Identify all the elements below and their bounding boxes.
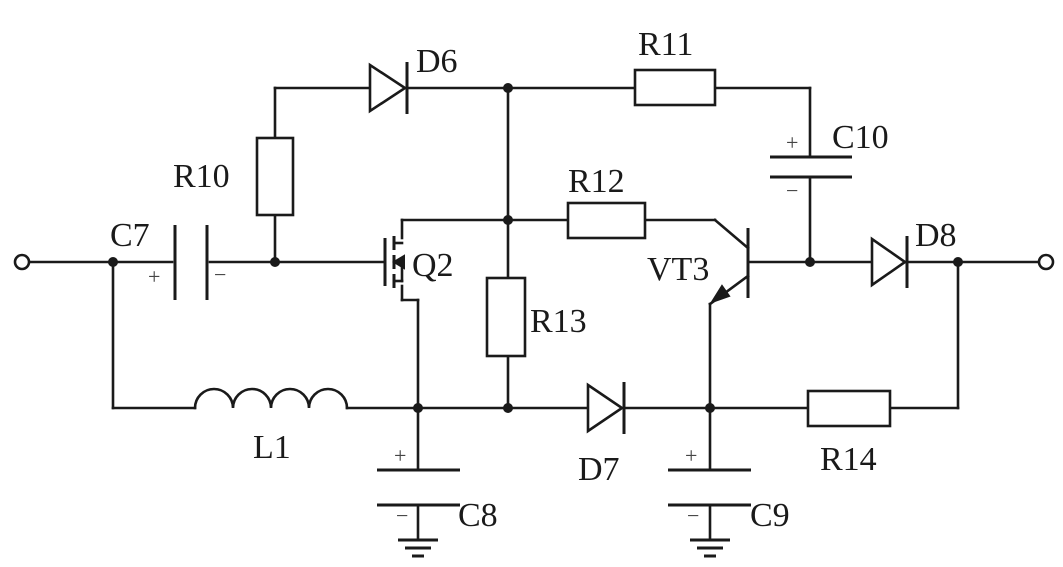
resistor-r13 (485, 276, 527, 358)
diode-d8 (870, 236, 909, 288)
c8-plus: + (394, 443, 406, 468)
label-r12: R12 (568, 163, 625, 200)
ground-c9 (690, 538, 730, 558)
resistor-r14 (806, 389, 892, 428)
junction-dots (108, 83, 963, 413)
resistor-r12 (566, 201, 647, 240)
label-r14: R14 (820, 441, 877, 478)
capacitor-c8 (377, 468, 460, 507)
label-c10: C10 (832, 119, 889, 156)
polarity-marks: + − + − + − + − (148, 130, 798, 528)
c7-minus: − (214, 262, 226, 287)
label-q2: Q2 (412, 247, 454, 284)
mosfet-q2 (383, 236, 405, 288)
capacitor-c10 (770, 155, 852, 179)
label-d7: D7 (578, 451, 620, 488)
c10-plus: + (786, 130, 798, 155)
label-c7: C7 (110, 217, 150, 254)
capacitor-c9 (668, 468, 751, 507)
transistor-vt3 (709, 228, 750, 304)
component-labels: D6 R11 C10 R10 R12 C7 Q2 VT3 D8 R13 L1 D… (110, 26, 957, 534)
diode-d7 (586, 382, 626, 434)
capacitor-c7 (173, 225, 209, 300)
label-l1: L1 (253, 429, 291, 466)
label-vt3: VT3 (647, 251, 709, 288)
resistor-r11 (633, 68, 717, 107)
c10-minus: − (786, 178, 798, 203)
label-c8: C8 (458, 497, 498, 534)
label-r10: R10 (173, 158, 230, 195)
inductor-l1 (193, 387, 349, 410)
output-terminal (1037, 253, 1055, 271)
label-d6: D6 (416, 43, 458, 80)
c9-plus: + (685, 443, 697, 468)
label-d8: D8 (915, 217, 957, 254)
c8-minus: − (396, 503, 408, 528)
label-c9: C9 (750, 497, 790, 534)
label-r13: R13 (530, 303, 587, 340)
ground-c8 (398, 538, 438, 558)
resistor-r10 (255, 136, 295, 217)
diode-d6 (368, 62, 409, 114)
label-r11: R11 (638, 26, 693, 63)
c7-plus: + (148, 264, 160, 289)
input-terminal (13, 253, 31, 271)
c9-minus: − (687, 503, 699, 528)
